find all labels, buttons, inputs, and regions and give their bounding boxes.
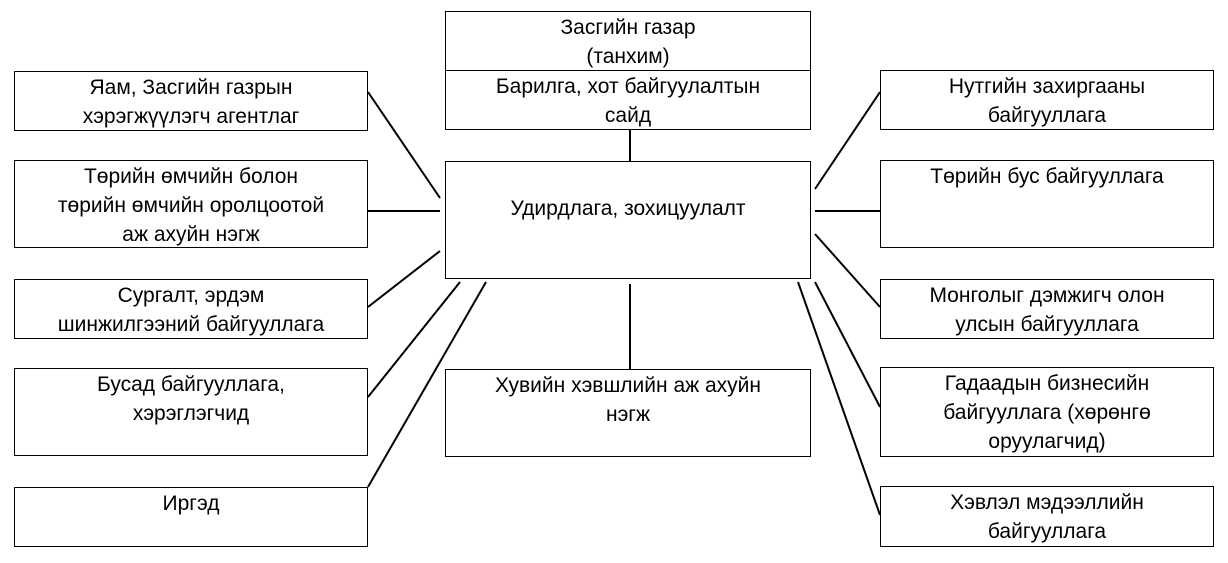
connector-right-4 — [814, 281, 881, 408]
right-box-4: Гадаадын бизнесийн байгууллага (хөрөнгө … — [880, 367, 1214, 457]
left-box-1: Яам, Засгийн газрын хэрэгжүүлэгч агентла… — [14, 71, 368, 131]
connector-right-3 — [814, 233, 881, 308]
right-box-2: Төрийн бус байгууллага — [880, 160, 1214, 248]
connector-right-5 — [797, 281, 881, 516]
right-box-3: Монголыг дэмжигч олон улсын байгууллага — [880, 279, 1214, 339]
connector-right-1 — [814, 91, 881, 190]
left-box-4: Бусад байгууллага, хэрэглэгчид — [14, 368, 368, 456]
government-box: Засгийн газар (танхим) — [445, 11, 811, 71]
connector-left-3 — [367, 250, 441, 308]
left-box-5: Иргэд — [14, 487, 368, 547]
connector-left-5 — [367, 281, 487, 488]
center-box: Удирдлага, зохицуулалт — [445, 161, 811, 279]
left-box-2: Төрийн өмчийн болон төрийн өмчийн оролцо… — [14, 160, 368, 248]
right-box-1: Нутгийн захиргааны байгууллага — [880, 70, 1214, 130]
right-box-5: Хэвлэл мэдээллийн байгууллага — [880, 486, 1214, 547]
connector-left-1 — [367, 91, 441, 199]
private-sector-box: Хувийн хэвшлийн аж ахуйн нэгж — [445, 369, 811, 457]
ministry-box: Барилга, хот байгуулалтын сайд — [445, 70, 811, 130]
connector-left-4 — [367, 281, 461, 398]
left-box-3: Сургалт, эрдэм шинжилгээний байгууллага — [14, 279, 368, 339]
